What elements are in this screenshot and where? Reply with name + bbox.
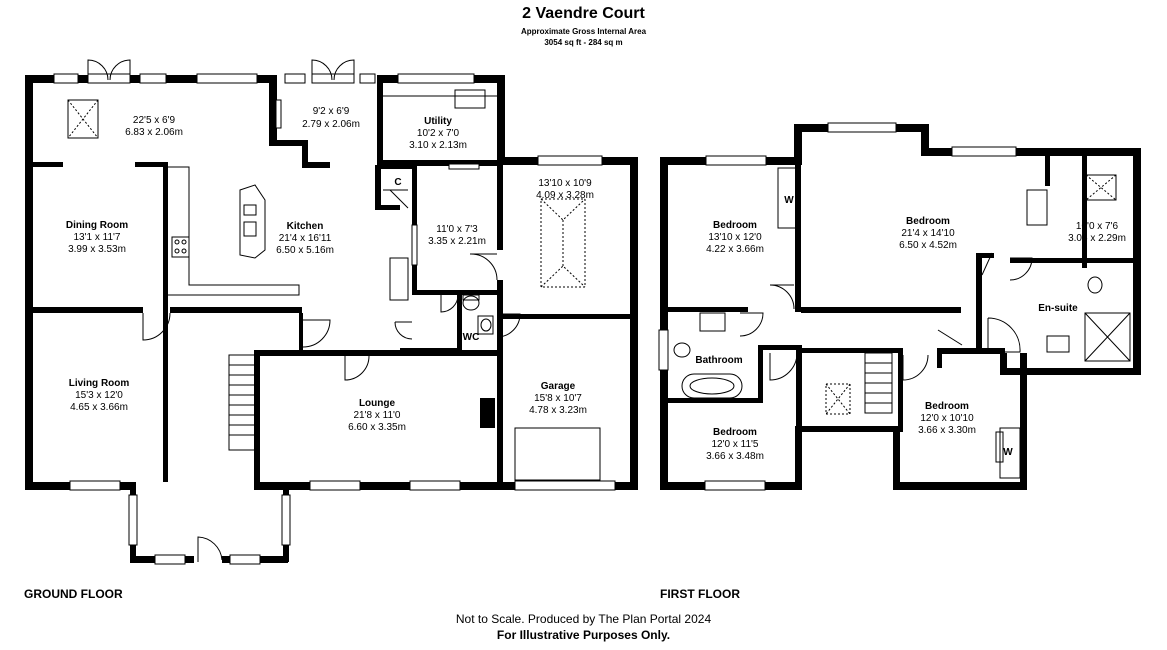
store-metric: 3.35 x 2.21m — [428, 236, 486, 247]
dress-metric: 3.05 x 2.29m — [1068, 233, 1126, 244]
bed3-name: Bedroom — [713, 427, 757, 438]
bay-imperial: 9'2 x 6'9 — [313, 106, 350, 117]
utility-metric: 3.10 x 2.13m — [409, 140, 467, 151]
bed4-metric: 3.66 x 3.30m — [918, 425, 976, 436]
sunroom-metric: 6.83 x 2.06m — [125, 127, 183, 138]
area-value: 3054 sq ft - 284 sq m — [544, 38, 623, 47]
bed3-metric: 3.66 x 3.48m — [706, 451, 764, 462]
bay-metric: 2.79 x 2.06m — [302, 119, 360, 130]
wc-label: WC — [463, 332, 480, 343]
ground-floor-label: GROUND FLOOR — [24, 587, 123, 601]
garage-name: Garage — [541, 381, 576, 392]
store-imperial: 11'0 x 7'3 — [436, 224, 478, 235]
kitchen-imperial: 21'4 x 16'11 — [279, 233, 332, 244]
ground-floor-details — [53, 59, 616, 565]
bed1-metric: 4.22 x 3.66m — [706, 244, 764, 255]
sunroom-imperial: 22'5 x 6'9 — [133, 115, 176, 126]
bed2-name: Bedroom — [906, 216, 950, 227]
bed2-imperial: 21'4 x 14'10 — [901, 228, 955, 239]
living-metric: 4.65 x 3.66m — [70, 402, 128, 413]
utility-imperial: 10'2 x 7'0 — [417, 128, 460, 139]
first-floor-labels: Bedroom 13'10 x 12'0 4.22 x 3.66m W Bedr… — [695, 195, 1126, 462]
bed4-name: Bedroom — [925, 401, 969, 412]
bed1-name: Bedroom — [713, 220, 757, 231]
bed2-metric: 6.50 x 4.52m — [899, 240, 957, 251]
utility-name: Utility — [424, 116, 452, 127]
wardrobe-2: W — [1003, 447, 1013, 458]
workshop-metric: 4.09 x 3.28m — [536, 190, 594, 201]
dress-imperial: 10'0 x 7'6 — [1076, 221, 1119, 232]
dining-imperial: 13'1 x 11'7 — [73, 232, 120, 243]
dining-metric: 3.99 x 3.53m — [68, 244, 126, 255]
dining-name: Dining Room — [66, 220, 128, 231]
plan-title: 2 Vaendre Court — [522, 5, 645, 22]
bed4-imperial: 12'0 x 10'10 — [920, 413, 974, 424]
ground-floor-labels: 22'5 x 6'9 6.83 x 2.06m 9'2 x 6'9 2.79 x… — [66, 106, 594, 433]
lounge-imperial: 21'8 x 11'0 — [353, 410, 400, 421]
garage-imperial: 15'8 x 10'7 — [534, 393, 582, 404]
lounge-metric: 6.60 x 3.35m — [348, 422, 406, 433]
footer-disclaimer: For Illustrative Purposes Only. — [496, 628, 671, 642]
area-label: Approximate Gross Internal Area — [520, 27, 647, 36]
ensuite-name: En-suite — [1038, 303, 1078, 314]
first-floor-label: FIRST FLOOR — [660, 587, 740, 601]
kitchen-name: Kitchen — [287, 221, 324, 232]
living-name: Living Room — [69, 378, 130, 389]
wardrobe-1: W — [784, 195, 794, 206]
living-imperial: 15'3 x 12'0 — [75, 390, 123, 401]
lounge-name: Lounge — [359, 398, 396, 409]
kitchen-metric: 6.50 x 5.16m — [276, 245, 334, 256]
footer-note: Not to Scale. Produced by The Plan Porta… — [455, 612, 712, 626]
bathroom-name: Bathroom — [695, 355, 742, 366]
garage-metric: 4.78 x 3.23m — [529, 405, 587, 416]
cupboard-c: C — [394, 177, 401, 188]
first-floor-details — [658, 122, 1131, 491]
bed1-imperial: 13'10 x 12'0 — [708, 232, 762, 243]
bed3-imperial: 12'0 x 11'5 — [711, 439, 758, 450]
workshop-imperial: 13'10 x 10'9 — [538, 178, 592, 189]
